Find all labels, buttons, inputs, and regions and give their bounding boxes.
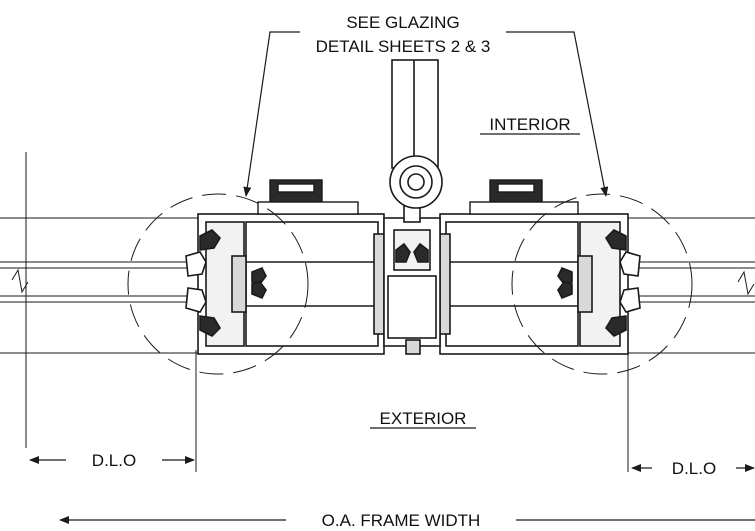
- interior-label: INTERIOR: [489, 115, 570, 134]
- frame-profile-right: [439, 213, 641, 355]
- interior-stem: [389, 59, 443, 209]
- dimension-lines: [29, 456, 755, 524]
- label-underlines: [370, 133, 580, 429]
- interior-clips: [257, 179, 579, 215]
- frame-profile-left: [185, 213, 385, 355]
- callout-line-2: DETAIL SHEETS 2 & 3: [316, 37, 491, 56]
- dlo-left-label: D.L.O: [92, 451, 136, 470]
- exterior-label: EXTERIOR: [380, 409, 467, 428]
- overall-width-label: O.A. FRAME WIDTH: [322, 511, 481, 530]
- center-mullion: [383, 201, 441, 355]
- dlo-right-label: D.L.O: [672, 459, 716, 478]
- glass-lite-left: [0, 217, 200, 354]
- callout-leaders: [243, 31, 609, 197]
- glass-lite-right: [628, 217, 755, 354]
- callout-line-1: SEE GLAZING: [346, 13, 459, 32]
